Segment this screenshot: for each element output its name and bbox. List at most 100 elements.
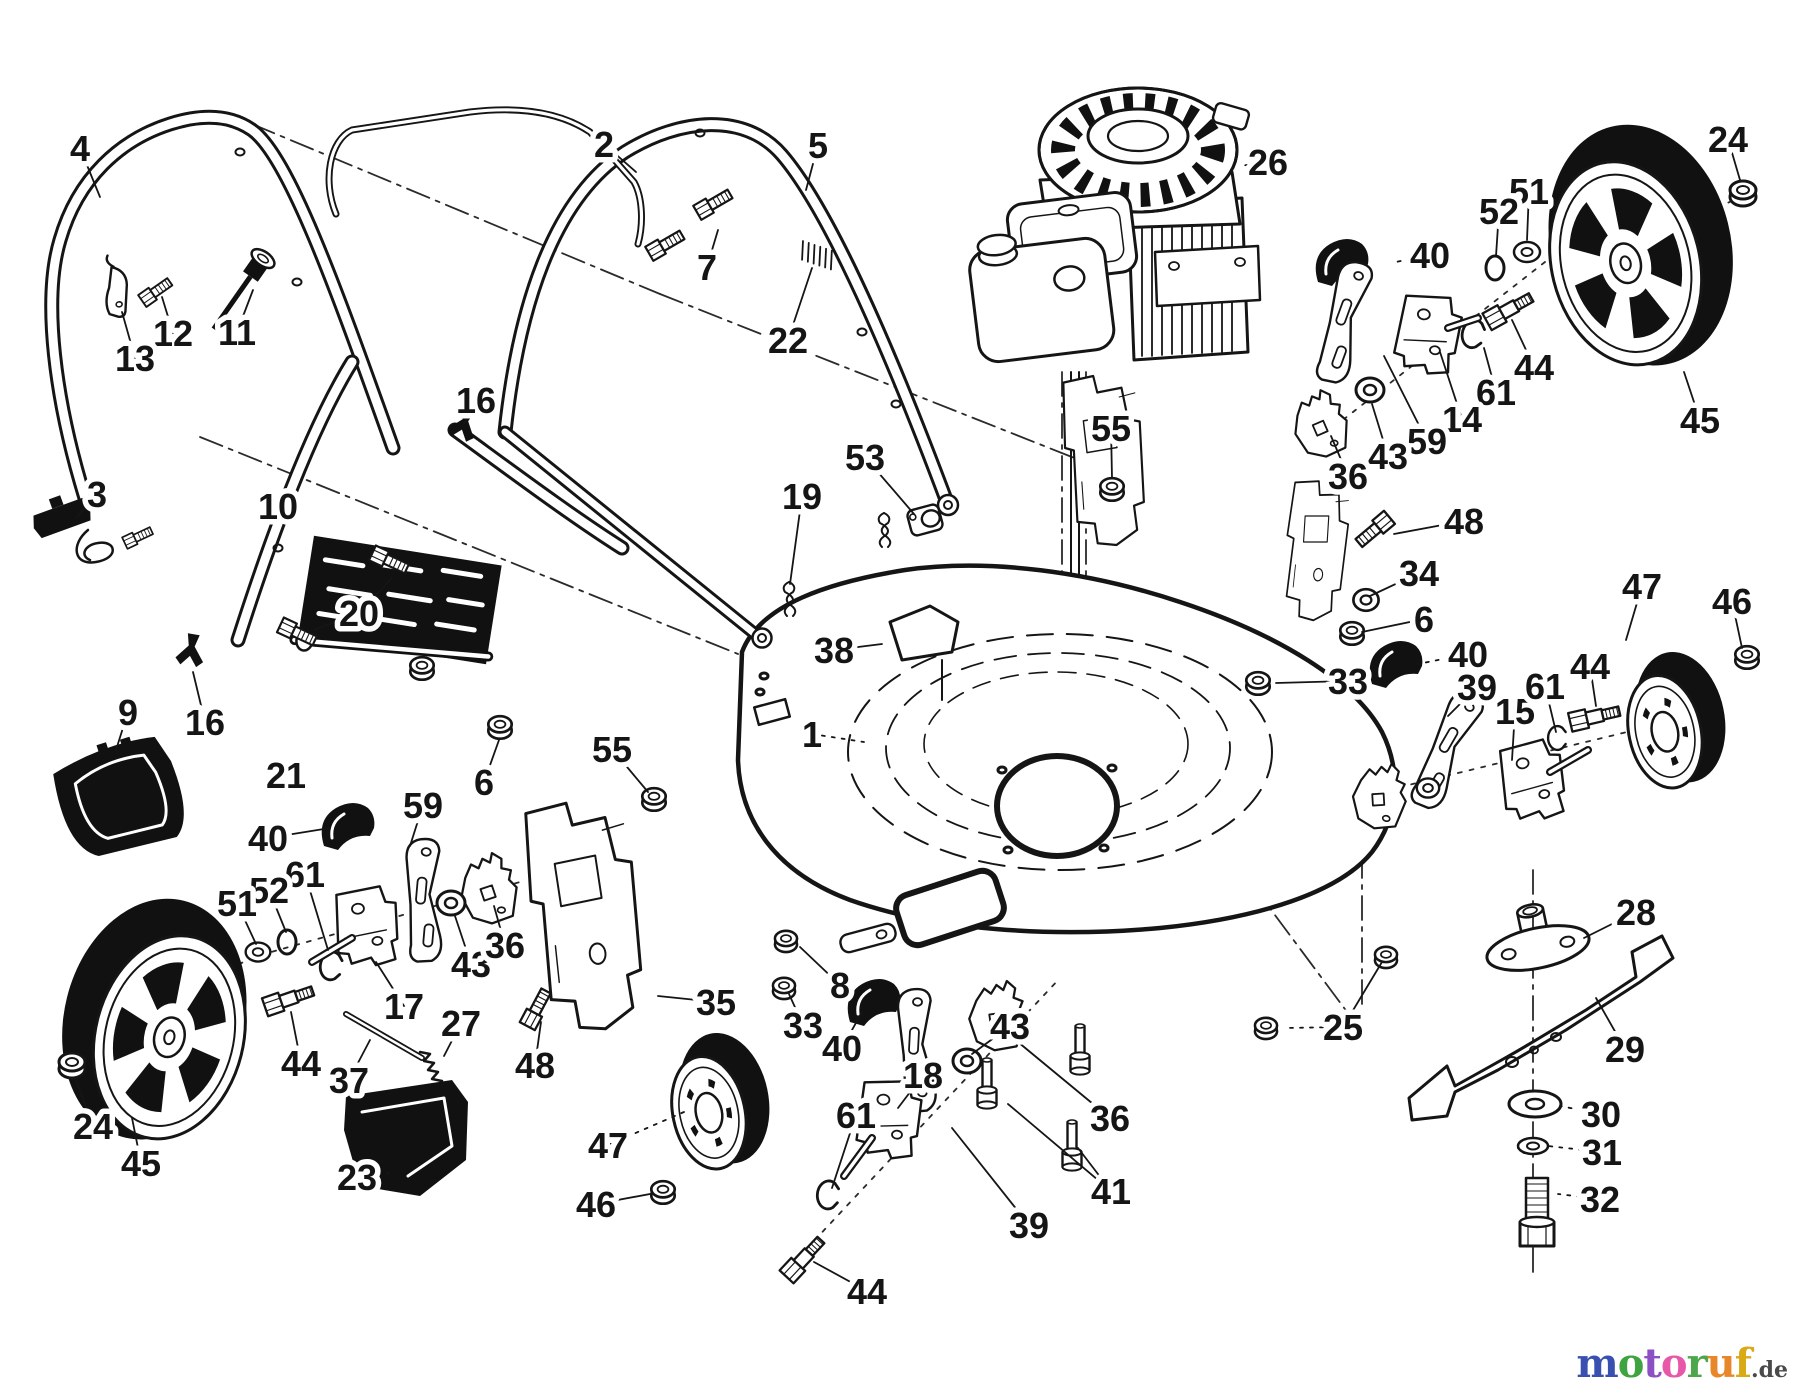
part-label-7: 7	[697, 247, 717, 288]
nut	[1373, 945, 1399, 970]
part-label-45: 45	[1680, 400, 1720, 441]
nut	[1338, 620, 1366, 647]
leader-line	[1595, 997, 1626, 1050]
leader-line	[1625, 585, 1643, 641]
leader-line	[534, 1021, 542, 1066]
part-label-35: 35	[696, 982, 736, 1023]
bolt	[121, 523, 156, 550]
wheel-bracket	[1390, 289, 1466, 379]
nut	[1253, 1016, 1279, 1041]
socket-screw	[1069, 1022, 1091, 1077]
part-label-43: 43	[1368, 436, 1408, 477]
wheel-nut	[57, 1051, 87, 1080]
pivot-bushing	[1354, 376, 1386, 404]
handle-grommet	[172, 630, 210, 670]
leader-line	[1731, 600, 1743, 649]
leader-line	[1557, 1193, 1601, 1200]
part-label-24: 24	[73, 1106, 113, 1147]
rear-door	[289, 535, 502, 665]
toothed-cam	[460, 851, 519, 925]
mower-deck	[735, 563, 1397, 949]
leader-line	[1393, 520, 1465, 535]
nut	[773, 929, 799, 954]
leader-line	[595, 1193, 651, 1205]
leader-line	[483, 739, 500, 783]
part-label-38: 38	[814, 630, 854, 671]
part-label-59: 59	[403, 785, 443, 826]
wheel-nut	[649, 1179, 677, 1206]
leader-line	[1275, 680, 1349, 684]
deck-center-hole	[994, 753, 1120, 859]
part-label-8: 8	[830, 965, 850, 1006]
part-label-51: 51	[1509, 171, 1549, 212]
part-label-43: 43	[451, 944, 491, 985]
part-label-31: 31	[1582, 1132, 1622, 1173]
leader-line	[1447, 686, 1478, 717]
part-label-21: 21	[266, 755, 306, 796]
leader-line	[1369, 572, 1420, 597]
part-label-39: 39	[1009, 1205, 1049, 1246]
part-label-44: 44	[281, 1043, 321, 1084]
leader-line	[788, 993, 804, 1026]
watermark-letter: f	[1734, 1340, 1752, 1387]
adjuster-grip	[1368, 639, 1424, 690]
watermark-letter: u	[1706, 1340, 1736, 1387]
leader-line	[1511, 710, 1516, 761]
nut	[408, 655, 436, 682]
leader-line	[115, 711, 129, 751]
blade-washer	[1507, 1089, 1563, 1119]
part-label-43: 43	[990, 1006, 1030, 1047]
part-label-4: 4	[70, 128, 90, 169]
shoulder-bolt	[260, 980, 318, 1018]
watermark-letter: r	[1686, 1340, 1708, 1387]
part-label-36: 36	[1090, 1098, 1130, 1139]
leader-line	[864, 456, 915, 515]
part-label-18: 18	[903, 1055, 943, 1096]
part-label-24: 24	[1708, 119, 1748, 160]
discharge-opening	[893, 867, 1007, 949]
leader-line	[454, 915, 472, 965]
pivot-bushing	[1415, 777, 1441, 799]
lock-washer	[1516, 1136, 1550, 1156]
leader-line	[267, 827, 331, 839]
part-label-61: 61	[285, 854, 325, 895]
cable-guide-wire	[75, 528, 114, 564]
leader-line	[358, 577, 393, 614]
leader-line	[1361, 618, 1425, 633]
leader-line	[787, 267, 813, 341]
part-label-16: 16	[185, 702, 225, 743]
o-ring	[276, 928, 298, 956]
part-label-36: 36	[1328, 456, 1368, 497]
leader-line	[1342, 961, 1383, 1028]
blade-adapter	[1485, 903, 1591, 972]
control-bail-wire	[325, 106, 645, 248]
part-label-45: 45	[121, 1143, 161, 1184]
part-label-25: 25	[1323, 1007, 1363, 1048]
leader-line	[1727, 138, 1741, 181]
spacer	[1352, 587, 1380, 613]
pivot-bushing	[435, 889, 467, 917]
part-label-41: 41	[1091, 1171, 1131, 1212]
pivot-bushing	[951, 1047, 983, 1075]
leader-line	[1283, 1026, 1344, 1029]
part-label-55: 55	[1091, 408, 1131, 449]
leader-line	[409, 804, 424, 847]
part-label-61: 61	[1476, 372, 1516, 413]
upper-handle-right	[497, 117, 960, 649]
leader-line	[131, 1117, 142, 1164]
toothed-cam	[1290, 386, 1351, 461]
part-label-12: 12	[153, 313, 193, 354]
part-label-37: 37	[329, 1060, 369, 1101]
part-label-52: 52	[249, 870, 289, 911]
part-label-3: 3	[87, 474, 107, 515]
leader-line	[971, 1025, 1011, 1055]
watermark-letter: t	[1643, 1340, 1662, 1387]
leader-line	[1417, 653, 1469, 665]
leader-line	[841, 1011, 863, 1049]
part-label-1: 1	[802, 714, 822, 755]
leader-line	[1559, 1105, 1602, 1115]
leader-line	[833, 643, 883, 651]
part-label-44: 44	[1514, 347, 1554, 388]
part-label-47: 47	[588, 1125, 628, 1166]
bolt	[691, 185, 736, 222]
